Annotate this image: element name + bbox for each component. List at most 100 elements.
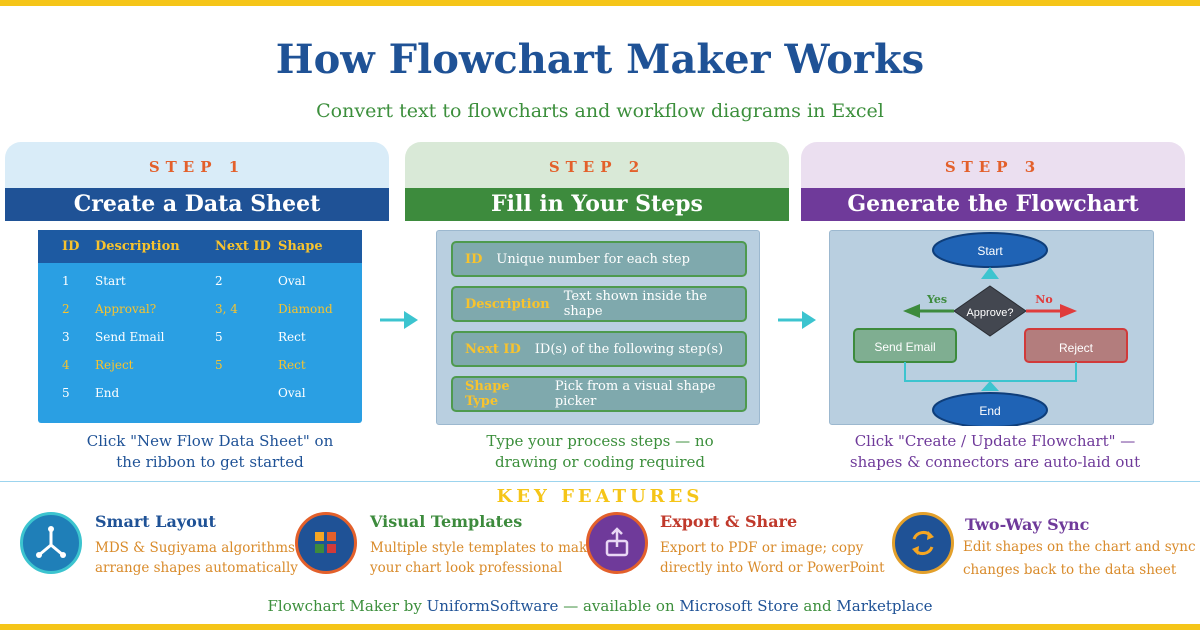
feature-desc-line2: arrange shapes automatically	[95, 560, 298, 576]
no-label: No	[1035, 293, 1052, 306]
table-row: 2 Approval? 3, 4 Diamond	[38, 295, 362, 323]
cell-shape: Diamond	[278, 302, 333, 316]
bottom-accent-bar	[0, 624, 1200, 630]
yes-arrow-icon	[903, 304, 920, 318]
cell-description: Send Email	[95, 330, 165, 344]
step-arrow-icon	[778, 311, 816, 329]
step-1-caption: Click "New Flow Data Sheet" on the ribbo…	[60, 431, 360, 473]
cell-id: 5	[62, 386, 70, 400]
step-3-caption: Click "Create / Update Flowchart" — shap…	[840, 431, 1150, 473]
field-key: Description	[465, 296, 550, 312]
column-header-description: Description	[95, 239, 180, 254]
step-3-heading: Generate the Flowchart	[801, 188, 1185, 221]
cell-description: Start	[95, 274, 126, 288]
cell-description: End	[95, 386, 120, 400]
feature-name: Two-Way Sync	[965, 515, 1090, 534]
field-row-description: Description Text shown inside the shape	[451, 286, 747, 322]
field-key: Shape Type	[465, 379, 510, 409]
feature-description: MDS & Sugiyama algorithms arrange shapes…	[95, 538, 298, 578]
step-3-label: STEP 3	[801, 142, 1185, 188]
footer-brand-link[interactable]: UniformSoftware	[426, 597, 559, 615]
feature-description: Export to PDF or image; copy directly in…	[660, 538, 885, 578]
step-2-caption: Type your process steps — no drawing or …	[445, 431, 755, 473]
export-icon	[586, 512, 648, 574]
cell-id: 2	[62, 302, 70, 316]
top-accent-bar	[0, 0, 1200, 6]
end-oval	[932, 392, 1048, 426]
cell-next-id: 5	[215, 330, 223, 344]
cell-shape: Oval	[278, 274, 306, 288]
step-3-card: STEP 3 Generate the Flowchart	[801, 142, 1185, 221]
footer-store-link[interactable]: Microsoft Store	[679, 597, 799, 615]
feature-name: Smart Layout	[95, 512, 216, 531]
step-2-heading: Fill in Your Steps	[405, 188, 789, 221]
flowchart-diagram: Start Approve? Yes No Send Email Reject …	[853, 232, 1128, 426]
footer-marketplace-link[interactable]: Marketplace	[836, 597, 933, 615]
cell-next-id: 2	[215, 274, 223, 288]
field-desc: ID(s) of the following step(s)	[534, 341, 724, 357]
cell-shape: Oval	[278, 386, 306, 400]
merge-connector	[904, 362, 1077, 382]
field-key: Next ID	[465, 341, 521, 357]
cell-id: 4	[62, 358, 70, 372]
field-row-id: ID Unique number for each step	[451, 241, 747, 277]
cell-next-id: 3, 4	[215, 302, 238, 316]
no-arrow-icon	[1060, 304, 1077, 318]
column-header-next-id: Next ID	[215, 239, 271, 254]
feature-name: Export & Share	[660, 512, 798, 531]
end-label: End	[979, 404, 1000, 418]
feature-desc-line2: directly into Word or PowerPoint	[660, 560, 885, 576]
cell-description: Approval?	[95, 302, 157, 316]
cell-shape: Rect	[278, 330, 306, 344]
flowchart-preview: Start Approve? Yes No Send Email Reject …	[829, 230, 1154, 426]
feature-description: Multiple style templates to make your ch…	[370, 538, 595, 578]
footer: Flowchart Maker by UniformSoftware — ava…	[0, 597, 1200, 615]
field-row-shape-type: Shape Type Pick from a visual shape pick…	[451, 376, 747, 412]
data-sheet-table: ID Description Next ID Shape 1 Start 2 O…	[38, 230, 362, 423]
step-arrow-icon	[380, 311, 418, 329]
color-grid-icon	[295, 512, 357, 574]
page-title: How Flowchart Maker Works	[275, 36, 925, 83]
field-row-next-id: Next ID ID(s) of the following step(s)	[451, 331, 747, 367]
table-row: 5 End Oval	[38, 379, 362, 407]
step-3-caption-line1: Click "Create / Update Flowchart" —	[854, 432, 1136, 450]
feature-description: Edit shapes on the chart and sync change…	[963, 536, 1196, 582]
field-key: ID	[465, 251, 483, 267]
cell-shape: Rect	[278, 358, 306, 372]
reject-label: Reject	[1059, 341, 1094, 355]
cell-id: 3	[62, 330, 70, 344]
column-header-id: ID	[62, 239, 80, 254]
feature-desc-line1: Edit shapes on the chart and sync	[963, 539, 1196, 555]
table-row: 3 Send Email 5 Rect	[38, 323, 362, 351]
field-desc: Pick from a visual shape picker	[554, 379, 716, 409]
send-email-label: Send Email	[874, 340, 935, 354]
step-2-label: STEP 2	[405, 142, 789, 188]
step-1-label: STEP 1	[5, 142, 389, 188]
step-1-heading: Create a Data Sheet	[5, 188, 389, 221]
footer-and: and	[803, 597, 832, 615]
decision-diamond	[953, 285, 1027, 337]
field-list-panel: ID Unique number for each step Descripti…	[436, 230, 760, 425]
step-2-caption-line2: drawing or coding required	[495, 453, 705, 471]
connector-arrow-icon	[981, 381, 999, 391]
connector-arrow-icon	[981, 267, 999, 279]
cell-description: Reject	[95, 358, 134, 372]
tree-layout-icon	[20, 512, 82, 574]
step-2-caption-line1: Type your process steps — no	[486, 432, 714, 450]
step-1-caption-line2: the ribbon to get started	[116, 453, 304, 471]
feature-desc-line1: Export to PDF or image; copy	[660, 540, 864, 556]
feature-desc-line1: Multiple style templates to make	[370, 540, 596, 556]
table-row: 1 Start 2 Oval	[38, 267, 362, 295]
footer-prefix: Flowchart Maker by	[267, 597, 422, 615]
sync-icon	[892, 512, 954, 574]
feature-name: Visual Templates	[370, 512, 523, 531]
key-features-title: KEY FEATURES	[496, 486, 704, 507]
feature-desc-line2: your chart look professional	[370, 560, 563, 576]
feature-desc-line2: changes back to the data sheet	[963, 562, 1177, 578]
footer-middle: — available on	[563, 597, 675, 615]
table-row: 4 Reject 5 Rect	[38, 351, 362, 379]
page-subtitle: Convert text to flowcharts and workflow …	[316, 100, 884, 122]
field-desc: Unique number for each step	[496, 251, 690, 267]
step-2-card: STEP 2 Fill in Your Steps	[405, 142, 789, 221]
step-3-caption-line2: shapes & connectors are auto-laid out	[849, 453, 1141, 471]
